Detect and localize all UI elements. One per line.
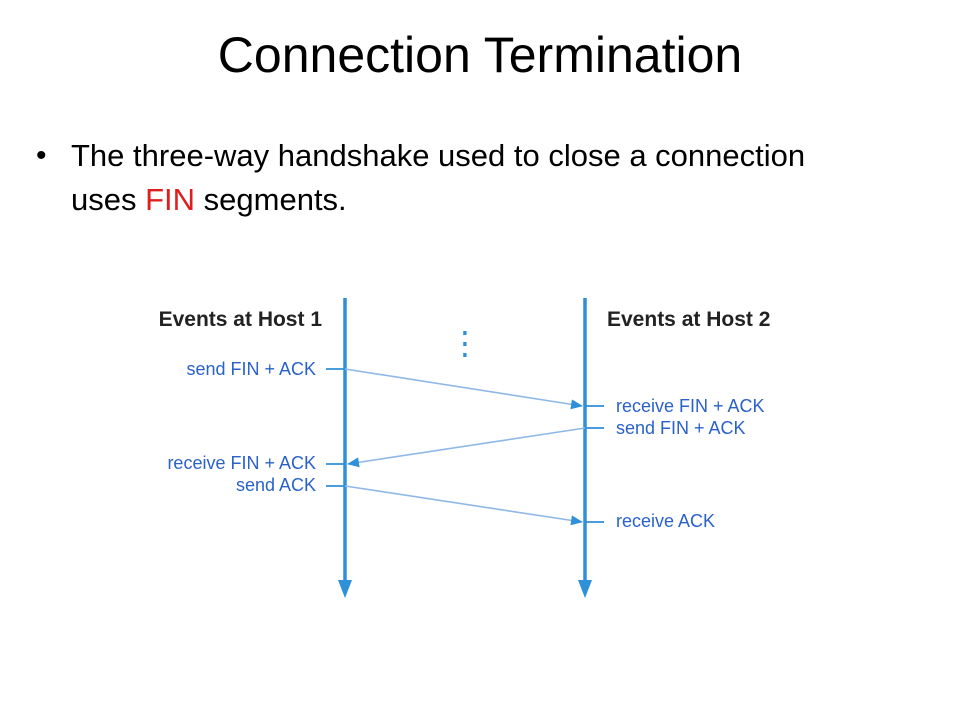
message-arrow-fin-ack-2to1 <box>347 427 586 468</box>
bullet-text: The three-way handshake used to close a … <box>71 134 851 222</box>
host1-header: Events at Host 1 <box>159 308 323 331</box>
host2-event-receive-ack: receive ACK <box>616 511 715 531</box>
host2-event-receive-fin-ack: receive FIN + ACK <box>616 396 765 416</box>
slide-title: Connection Termination <box>217 27 743 83</box>
host1-timeline-arrowhead <box>338 580 352 598</box>
host2-header: Events at Host 2 <box>607 308 770 331</box>
fin-highlight: FIN <box>145 182 196 217</box>
message-arrow-fin-ack-1to2 <box>344 368 583 410</box>
bullet-dot: • <box>36 139 47 172</box>
bullet-text-after: segments. <box>195 182 347 217</box>
bullet-text-before: The three-way handshake used to close a … <box>71 138 806 217</box>
host1-event-receive-fin-ack: receive FIN + ACK <box>167 453 316 473</box>
ellipsis-icon: ⋮ <box>449 325 481 361</box>
host1-event-send-fin-ack: send FIN + ACK <box>186 359 316 379</box>
host2-event-send-fin-ack: send FIN + ACK <box>616 418 746 438</box>
host1-event-send-ack: send ACK <box>236 475 316 495</box>
message-arrow-ack-1to2 <box>344 485 583 526</box>
host2-timeline-arrowhead <box>578 580 592 598</box>
